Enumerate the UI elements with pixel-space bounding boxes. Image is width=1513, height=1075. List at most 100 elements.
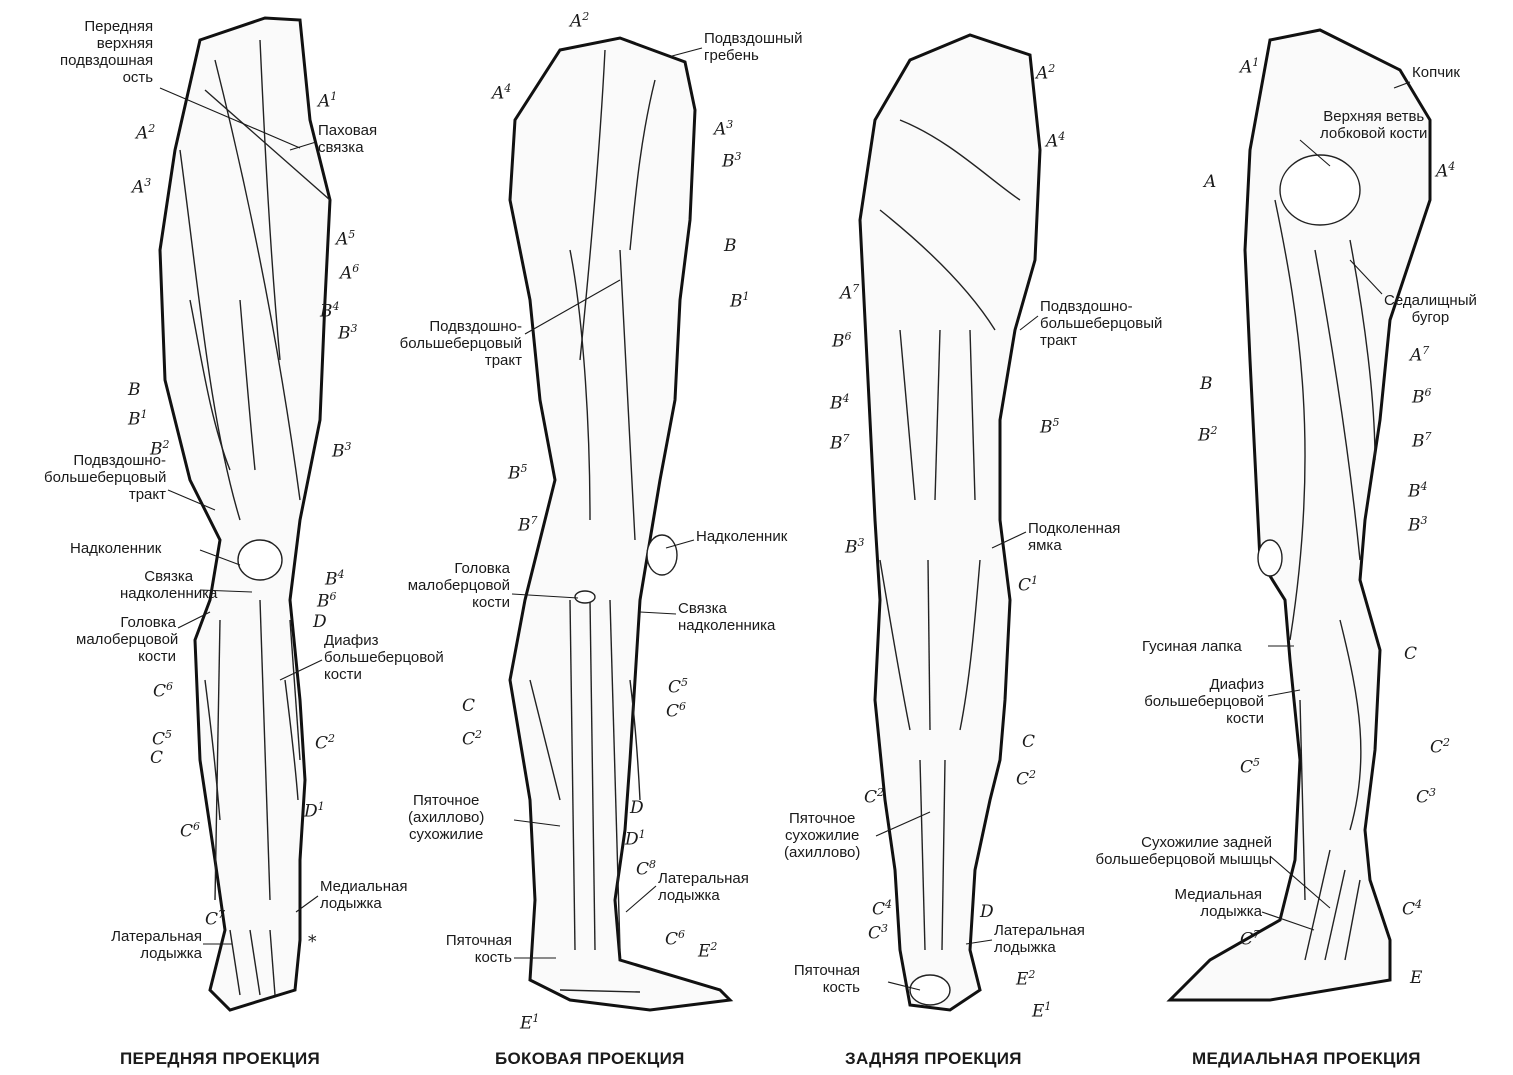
muscle-code-label: * <box>308 932 317 952</box>
muscle-code-index: 6 <box>678 928 685 941</box>
muscle-code-label: C2 <box>864 786 884 808</box>
muscle-code-index: 4 <box>333 300 340 313</box>
muscle-code-label: C5 <box>152 728 172 750</box>
muscle-code-label: B6 <box>1412 386 1432 408</box>
muscle-code-label: D <box>980 902 994 922</box>
muscle-code-index: 1 <box>1044 1000 1051 1013</box>
muscle-code-index: 6 <box>1425 386 1432 399</box>
muscle-code-label: C6 <box>153 680 173 702</box>
muscle-code-label: E1 <box>520 1012 539 1034</box>
muscle-code-label: B5 <box>1040 416 1060 438</box>
muscle-code-label: B4 <box>320 300 340 322</box>
muscle-code-label: B3 <box>332 440 352 462</box>
muscle-code-label: B <box>724 236 737 256</box>
muscle-code-index: 1 <box>141 408 148 421</box>
caption-anterior: ПЕРЕДНЯЯ ПРОЕКЦИЯ <box>120 1049 320 1069</box>
muscle-code-label: B7 <box>518 514 538 536</box>
muscle-code-index: 3 <box>345 440 352 453</box>
muscle-code-label: B4 <box>830 392 850 414</box>
muscle-code-index: 2 <box>1028 968 1035 981</box>
muscle-code-label: B3 <box>1408 514 1428 536</box>
muscle-code-index: 7 <box>1422 344 1429 357</box>
muscle-code-index: 2 <box>582 10 589 23</box>
muscle-code-label: A3 <box>714 118 733 140</box>
muscle-code-label: B4 <box>1408 480 1428 502</box>
muscle-code-index: 2 <box>475 728 482 741</box>
muscle-code-label: A4 <box>1046 130 1065 152</box>
muscle-code-index: 2 <box>1211 424 1218 437</box>
label-coccyx: Копчик <box>1412 64 1460 81</box>
muscle-code-label: B <box>1200 374 1213 394</box>
muscle-code-index: 6 <box>166 680 173 693</box>
muscle-code-label: C4 <box>872 898 892 920</box>
muscle-code-index: 2 <box>163 438 170 451</box>
muscle-code-index: 1 <box>532 1012 539 1025</box>
label-achilles: Пяточное(ахиллово)сухожилие <box>408 792 484 843</box>
muscle-code-label: B7 <box>830 432 850 454</box>
muscle-code-index: 6 <box>679 700 686 713</box>
muscle-code-label: E2 <box>1016 968 1035 990</box>
muscle-code-index: 4 <box>338 568 345 581</box>
muscle-code-index: 3 <box>881 922 888 935</box>
muscle-code-label: B3 <box>845 536 865 558</box>
muscle-code-label: C2 <box>1016 768 1036 790</box>
muscle-code-label: D <box>313 612 327 632</box>
muscle-code-label: C2 <box>462 728 482 750</box>
muscle-code-label: A1 <box>1240 56 1259 78</box>
muscle-code-index: 7 <box>531 514 538 527</box>
muscle-code-index: 5 <box>1253 756 1260 769</box>
muscle-code-index: 4 <box>504 82 511 95</box>
muscle-code-index: 5 <box>348 228 355 241</box>
label-patellar-ligament: Связканадколенника <box>678 600 775 634</box>
muscle-code-label: B6 <box>832 330 852 352</box>
muscle-code-label: A7 <box>840 282 859 304</box>
muscle-code-index: 4 <box>1421 480 1428 493</box>
muscle-code-index: 4 <box>885 898 892 911</box>
muscle-code-index: 1 <box>1031 574 1038 587</box>
muscle-code-label: E1 <box>1032 1000 1051 1022</box>
muscle-code-label: C3 <box>1416 786 1436 808</box>
label-itband: Подвздошно-большеберцовыйтракт <box>44 452 166 503</box>
muscle-code-label: C <box>150 748 163 768</box>
muscle-code-index: 1 <box>318 800 325 813</box>
muscle-code-index: 7 <box>218 908 225 921</box>
lateral-leg-drawing <box>390 0 820 1040</box>
muscle-code-index: 3 <box>726 118 733 131</box>
muscle-code-label: C2 <box>315 732 335 754</box>
muscle-code-label: B5 <box>508 462 528 484</box>
muscle-code-label: B4 <box>325 568 345 590</box>
muscle-code-label: C8 <box>636 858 656 880</box>
muscle-code-index: 4 <box>1448 160 1455 173</box>
muscle-code-label: E <box>1410 968 1422 988</box>
muscle-code-index: 5 <box>521 462 528 475</box>
muscle-code-label: E2 <box>698 940 717 962</box>
muscle-code-index: 7 <box>1425 430 1432 443</box>
muscle-code-label: B2 <box>150 438 170 460</box>
muscle-code-index: 8 <box>649 858 656 871</box>
muscle-code-label: A2 <box>136 122 155 144</box>
muscle-code-index: 5 <box>165 728 172 741</box>
muscle-code-label: C3 <box>868 922 888 944</box>
muscle-code-index: 2 <box>1443 736 1450 749</box>
muscle-code-label: B3 <box>338 322 358 344</box>
muscle-code-index: 1 <box>330 90 337 103</box>
muscle-code-index: 6 <box>330 590 337 603</box>
muscle-code-label: D1 <box>304 800 325 822</box>
muscle-code-label: B7 <box>1412 430 1432 452</box>
muscle-code-label: B <box>128 380 141 400</box>
muscle-code-label: D <box>630 798 644 818</box>
muscle-code-label: A <box>1204 172 1216 192</box>
label-lateral-malleolus: Латеральнаялодыжка <box>86 928 202 962</box>
muscle-code-label: A4 <box>1436 160 1455 182</box>
muscle-code-label: B6 <box>317 590 337 612</box>
muscle-code-label: B3 <box>722 150 742 172</box>
muscle-code-index: 3 <box>858 536 865 549</box>
muscle-code-index: 5 <box>681 676 688 689</box>
muscle-code-index: 7 <box>852 282 859 295</box>
muscle-code-index: 6 <box>193 820 200 833</box>
muscle-code-label: D1 <box>625 828 646 850</box>
